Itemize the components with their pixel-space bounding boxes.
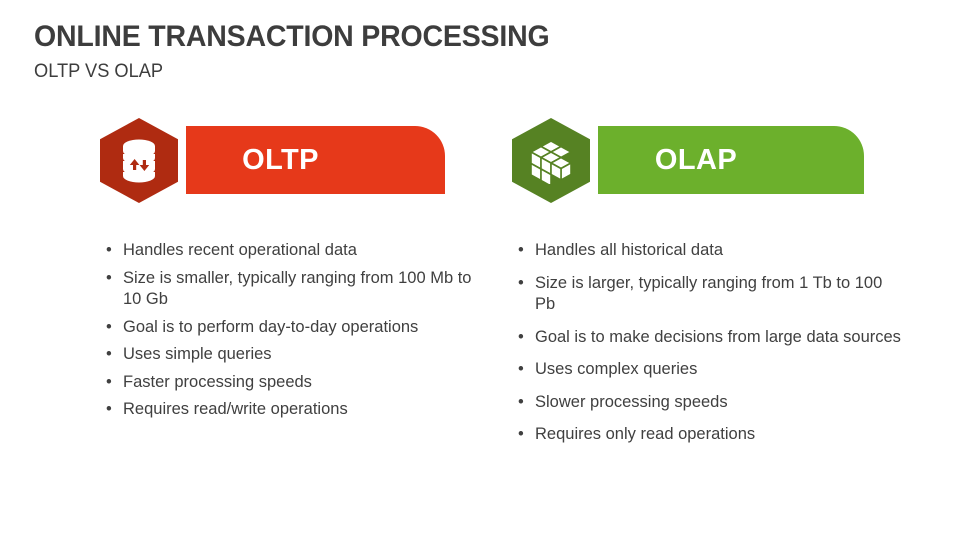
page-title: ONLINE TRANSACTION PROCESSING (34, 20, 550, 53)
list-item: • Requires only read operations (516, 424, 902, 446)
list-item: • Handles all historical data (516, 240, 902, 262)
bullet-marker: • (518, 241, 524, 259)
list-item-text: Goal is to perform day-to-day operations (123, 317, 419, 336)
data-cube-icon (528, 138, 574, 184)
list-item: • Goal is to make decisions from large d… (516, 327, 902, 349)
list-item-text: Uses complex queries (535, 360, 698, 378)
bullet-marker: • (106, 317, 112, 336)
list-item-text: Requires read/write operations (123, 400, 348, 418)
oltp-banner: OLTP (186, 126, 445, 194)
list-item-text: Handles all historical data (535, 241, 724, 259)
bullet-marker: • (518, 327, 524, 346)
list-item: • Size is smaller, typically ranging fro… (104, 268, 490, 311)
bullet-marker: • (106, 400, 112, 418)
bullet-marker: • (518, 360, 524, 378)
bullet-marker: • (106, 345, 112, 363)
database-cylinder-arrows-icon (117, 138, 161, 184)
olap-banner-label: OLAP (654, 143, 738, 176)
list-item: • Uses simple queries (104, 344, 490, 366)
list-item: • Handles recent operational data (104, 240, 490, 262)
olap-hexagon-badge (512, 118, 590, 203)
list-item: • Requires read/write operations (104, 399, 490, 421)
list-item-text: Goal is to make decisions from large dat… (535, 327, 901, 346)
list-item-text: Requires only read operations (535, 425, 756, 443)
list-item: • Goal is to perform day-to-day operatio… (104, 317, 490, 339)
list-item-text: Uses simple queries (123, 345, 272, 363)
list-item-text: Slower processing speeds (535, 392, 728, 411)
bullet-marker: • (518, 273, 524, 292)
page-subtitle: OLTP VS OLAP (34, 61, 164, 82)
olap-header-group: OLAP (512, 118, 902, 203)
list-item: • Size is larger, typically ranging from… (516, 273, 902, 316)
list-item-text: Size is smaller, typically ranging from … (123, 268, 472, 309)
oltp-bullet-list: • Handles recent operational data • Size… (104, 240, 490, 427)
list-item-text: Size is larger, typically ranging from 1… (535, 273, 883, 314)
list-item: • Uses complex queries (516, 359, 902, 381)
oltp-hexagon-badge (100, 118, 178, 203)
olap-bullet-list: • Handles all historical data • Size is … (516, 240, 902, 457)
bullet-marker: • (518, 392, 524, 411)
list-item: • Slower processing speeds (516, 392, 902, 414)
column-oltp: OLTP • Handles recent operational data •… (100, 118, 490, 418)
bullet-marker: • (106, 372, 112, 391)
list-item: • Faster processing speeds (104, 372, 490, 394)
list-item-text: Faster processing speeds (123, 372, 312, 391)
list-item-text: Handles recent operational data (123, 241, 357, 259)
column-olap: OLAP • Handles all historical data • Siz… (512, 118, 902, 443)
bullet-marker: • (518, 425, 524, 443)
oltp-banner-label: OLTP (242, 143, 319, 176)
bullet-marker: • (106, 268, 112, 287)
oltp-header-group: OLTP (100, 118, 490, 203)
bullet-marker: • (106, 241, 112, 259)
olap-banner: OLAP (598, 126, 864, 194)
